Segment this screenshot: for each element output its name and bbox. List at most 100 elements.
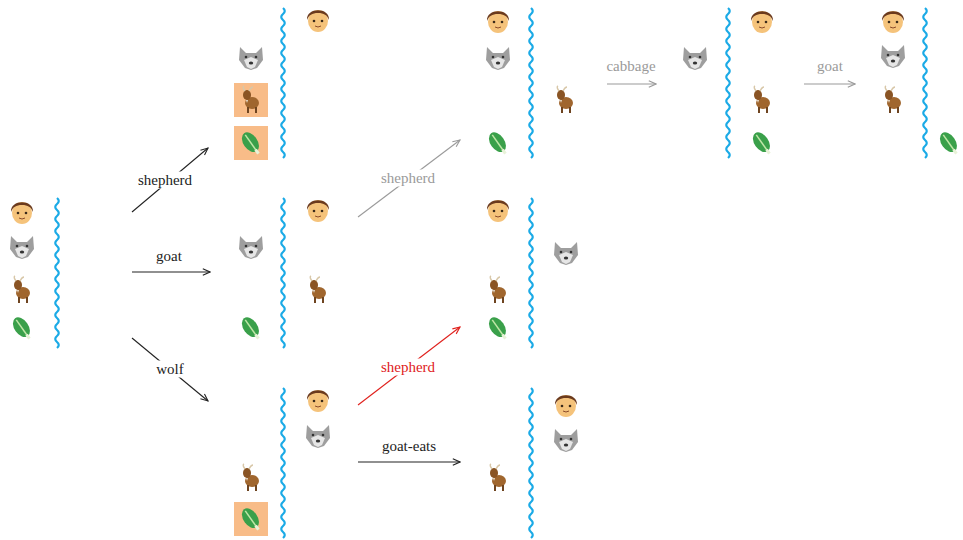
leaf-vein: [756, 135, 768, 152]
hair: [487, 11, 509, 21]
wolf-icon: [10, 236, 34, 259]
wolf-icon: [239, 47, 263, 70]
cabbage-icon: [238, 505, 264, 534]
cabbage-icon: [749, 129, 775, 158]
leaf-stem: [503, 335, 506, 339]
eye: [502, 56, 505, 59]
mouth: [495, 27, 501, 28]
nose: [693, 62, 697, 65]
eye: [321, 20, 324, 23]
wolf-muzzle: [688, 57, 702, 69]
eye: [313, 20, 316, 23]
transition-label: shepherd: [379, 170, 437, 187]
goat-beard: [246, 100, 248, 103]
hair: [555, 395, 577, 405]
goat-beard: [493, 290, 495, 293]
eye: [570, 251, 573, 254]
eye: [757, 21, 760, 24]
leaf-vein: [492, 320, 504, 337]
goat-beard: [560, 100, 562, 103]
eye: [896, 21, 899, 24]
transition-label: wolf: [154, 361, 186, 378]
shepherd-icon: [307, 200, 329, 222]
hair: [882, 11, 904, 21]
leaf: [238, 129, 262, 155]
eye: [255, 56, 258, 59]
goat-head: [243, 468, 251, 478]
eye: [255, 245, 258, 248]
river-line: [55, 198, 59, 348]
wolf-head: [881, 45, 905, 68]
eye: [560, 251, 563, 254]
shepherd-icon: [751, 11, 773, 33]
eye: [313, 210, 316, 213]
river-line: [923, 8, 927, 158]
eye: [321, 210, 324, 213]
goat-horns: [243, 464, 253, 469]
transition-arrow: [358, 140, 460, 217]
goat-beard: [246, 478, 248, 481]
eye: [699, 56, 702, 59]
wolf-icon: [486, 47, 510, 70]
wolf-head: [10, 236, 34, 259]
transition-arrow: [358, 327, 460, 405]
wolf-head: [554, 242, 578, 265]
mouth: [315, 26, 321, 27]
leaf-stem: [256, 335, 259, 339]
mouth: [19, 218, 25, 219]
wolf-muzzle: [244, 57, 258, 69]
mouth: [315, 216, 321, 217]
goat-leg: [758, 107, 760, 113]
goat-horns: [243, 86, 253, 91]
leaf: [9, 314, 33, 340]
hair: [307, 10, 329, 20]
wolf-head: [239, 47, 263, 70]
eye: [26, 245, 29, 248]
eye: [887, 54, 890, 57]
goat-icon: [243, 86, 259, 113]
leaf-vein: [16, 320, 28, 337]
wolf-muzzle: [244, 246, 258, 258]
wolf-muzzle: [886, 55, 900, 67]
leaf-stem: [954, 150, 957, 154]
leaf-stem: [27, 335, 30, 339]
mouth: [759, 27, 765, 28]
leaf: [936, 129, 960, 155]
goat-leg: [322, 297, 324, 303]
mouth: [563, 411, 569, 412]
wolf-icon: [554, 242, 578, 265]
leaf-vein: [943, 135, 955, 152]
eye: [897, 54, 900, 57]
eye: [501, 210, 504, 213]
goat-beard: [757, 100, 759, 103]
nose: [496, 62, 500, 65]
leaf-stem: [503, 150, 506, 154]
mouth: [890, 27, 896, 28]
eye: [493, 21, 496, 24]
goat-leg: [255, 107, 257, 113]
transition-arrow: [132, 338, 208, 401]
transition-arrow: [607, 83, 656, 84]
goat-leg: [502, 485, 504, 491]
transition-label: goat: [154, 248, 184, 265]
eye: [560, 438, 563, 441]
goat-icon: [14, 276, 30, 303]
eye: [888, 21, 891, 24]
goat-leg: [494, 297, 496, 303]
goat-beard: [17, 290, 19, 293]
danger-highlight: [234, 126, 268, 160]
hair: [751, 11, 773, 21]
goat-leg: [569, 107, 571, 113]
river-line: [529, 198, 533, 348]
wolf-icon: [554, 429, 578, 452]
wolf-head: [554, 429, 578, 452]
goat-icon: [557, 86, 573, 113]
goat-icon: [885, 86, 901, 113]
goat-beard: [313, 290, 315, 293]
river-line: [529, 388, 533, 538]
goat-leg: [255, 485, 257, 491]
eye: [561, 405, 564, 408]
wolf-muzzle: [559, 252, 573, 264]
eye: [322, 434, 325, 437]
river-line: [281, 198, 285, 348]
